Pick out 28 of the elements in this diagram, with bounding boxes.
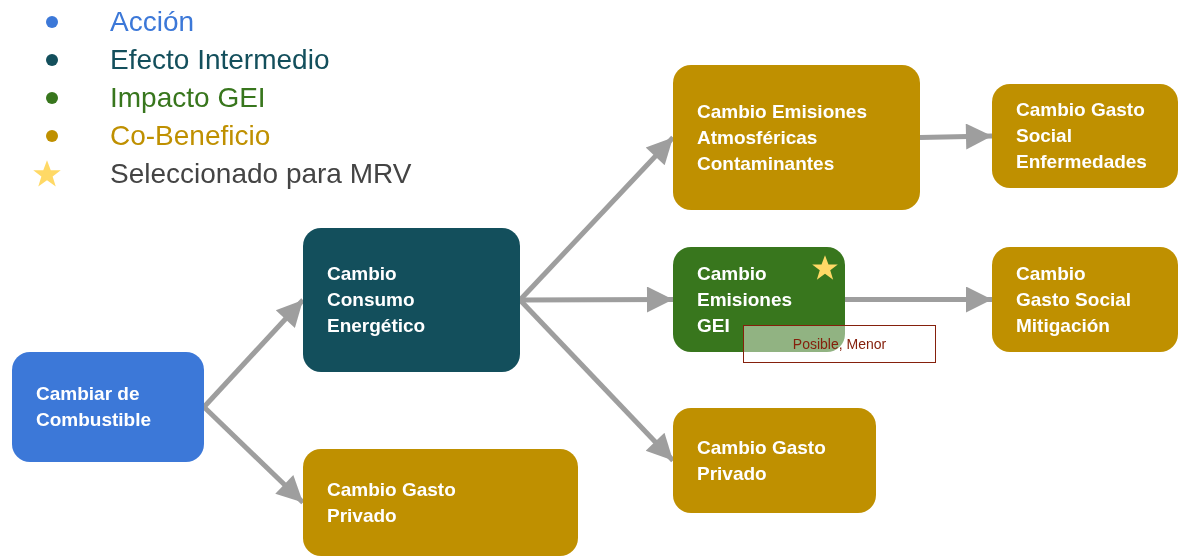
co-benefit-box <box>673 65 920 210</box>
arrow <box>845 286 992 313</box>
node-label: Cambio Gasto Social Mitigación <box>1016 261 1133 338</box>
co-benefit-box <box>673 408 876 513</box>
co-benefit-box <box>992 247 1178 352</box>
co-benefit-box <box>303 449 578 556</box>
intermediate-effect-box <box>303 228 520 372</box>
note-box <box>743 325 936 363</box>
legend-label: Acción <box>110 5 195 39</box>
node-label: Cambio Gasto Social Enfermedades <box>1016 98 1148 174</box>
node-label: Cambio Consumo Energético <box>327 262 427 338</box>
arrow <box>202 405 305 505</box>
node-label: Cambio Gasto Privado <box>327 477 457 528</box>
legend-label: Seleccionado para MRV <box>110 157 412 191</box>
co-benefit-box <box>992 84 1178 188</box>
arrow <box>202 298 305 409</box>
node-label: Posible, Menor <box>792 335 887 353</box>
node-label: Cambio Gasto Privado <box>697 435 827 486</box>
node-label: Cambiar de Combustible <box>36 382 153 432</box>
legend-label: Efecto Intermedio <box>110 43 330 77</box>
action-box <box>12 352 204 462</box>
node-label: Cambio Emisiones Atmosféricas Contaminantes <box>697 99 868 176</box>
ghg-impact-box <box>673 247 845 352</box>
legend-label: Co-Beneficio <box>110 119 271 153</box>
node-label: Cambio Emisiones GEI <box>697 261 794 338</box>
arrow <box>520 286 673 313</box>
arrow <box>919 123 993 150</box>
legend-label: Impacto GEI <box>110 81 266 115</box>
